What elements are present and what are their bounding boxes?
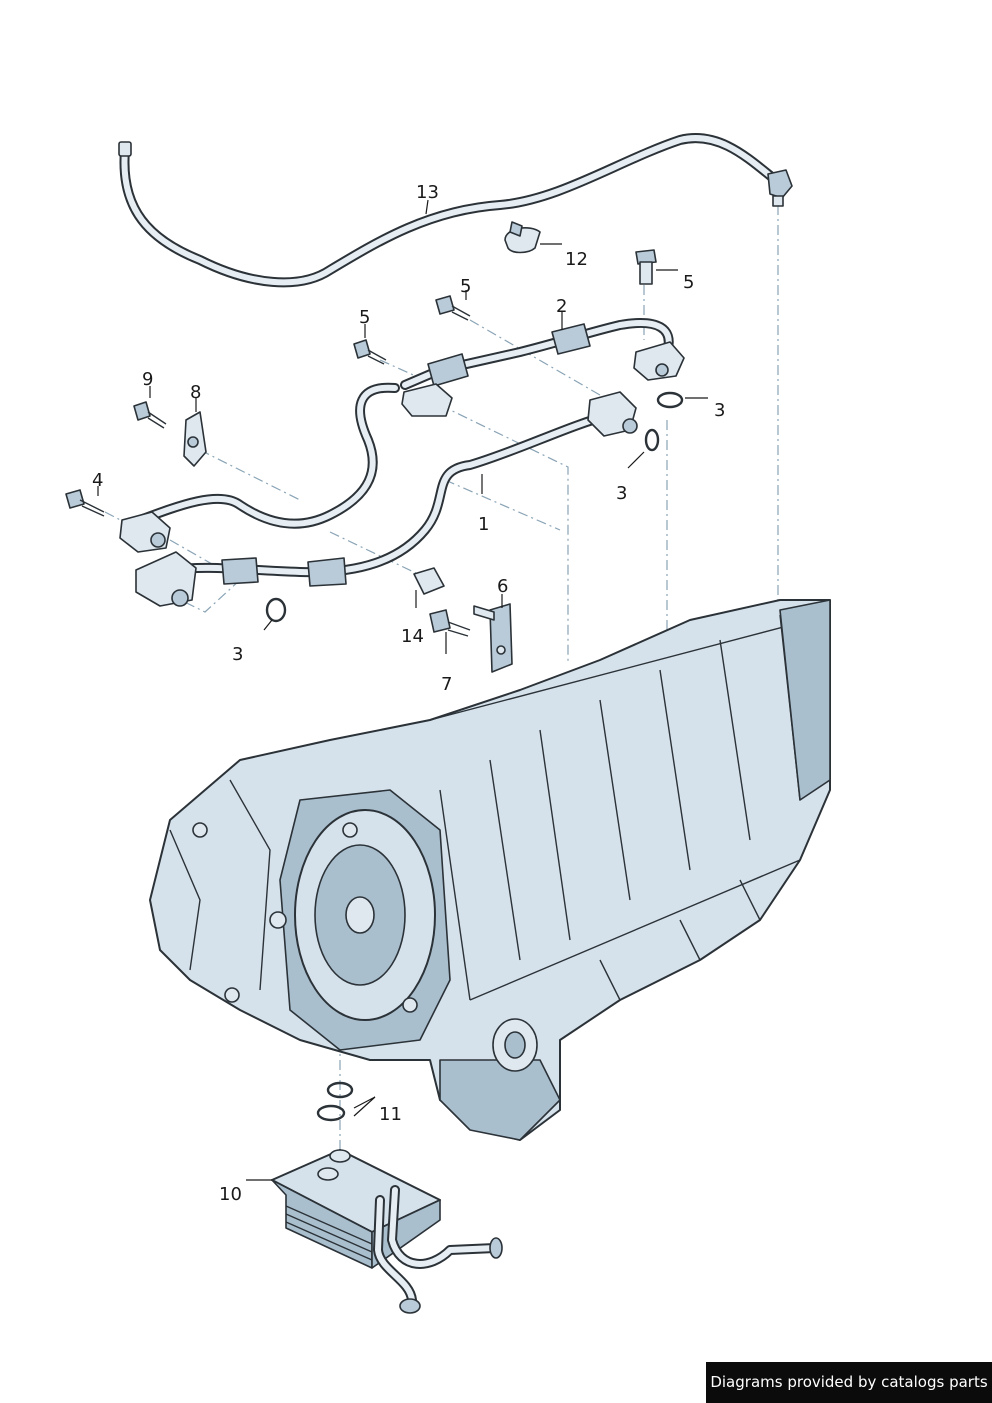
callout-12: 12: [565, 249, 588, 270]
callout-10: 10: [219, 1184, 242, 1205]
callout-1: 1: [478, 514, 489, 535]
callout-7: 7: [441, 674, 452, 695]
vent-line-13: [118, 133, 793, 288]
transmission-housing: [149, 599, 831, 1141]
o-rings: [265, 391, 684, 1122]
callout-11: 11: [379, 1104, 402, 1125]
callout-5-right: 5: [683, 272, 694, 293]
callout-5-left: 5: [359, 307, 370, 328]
bolts: [65, 249, 657, 637]
callout-6: 6: [497, 576, 508, 597]
callout-labels: 1 2 3 3 3 4 5 5 5 6 7 8 9 10 11 12 13 14: [92, 182, 725, 1205]
callout-9: 9: [142, 369, 153, 390]
oil-cooler-10: [271, 1149, 503, 1314]
callout-5-middle: 5: [460, 276, 471, 297]
callout-8: 8: [190, 382, 201, 403]
cooler-line-1: [119, 382, 638, 607]
callout-3-left: 3: [232, 644, 243, 665]
clip-12: [504, 221, 541, 254]
callout-13: 13: [416, 182, 439, 203]
callout-3-right: 3: [714, 400, 725, 421]
leader-lines: [97, 199, 708, 1181]
callout-4: 4: [92, 470, 103, 491]
callout-3-middle: 3: [616, 483, 627, 504]
credit-banner: Diagrams provided by catalogs parts: [706, 1362, 992, 1403]
callout-2: 2: [556, 296, 567, 317]
cooler-line-2: [400, 318, 685, 417]
brackets: [183, 411, 513, 673]
callout-14: 14: [401, 626, 424, 647]
